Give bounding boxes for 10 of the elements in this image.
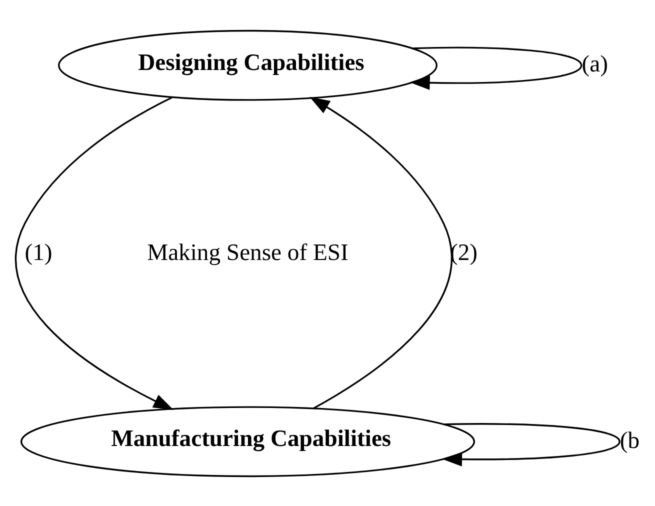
node-ellipse: Designing Capabilities (58, 29, 438, 100)
arrow (442, 422, 620, 466)
edge-label: (1) (24, 239, 52, 266)
arrow (310, 96, 452, 408)
edge-label: (b (620, 427, 640, 454)
edge-label: (a) (582, 51, 608, 78)
label: Making Sense of ESI (147, 239, 348, 266)
arrow (15, 96, 174, 410)
node-ellipse: Manufacturing Capabilities (20, 406, 476, 477)
arrow (410, 46, 582, 90)
